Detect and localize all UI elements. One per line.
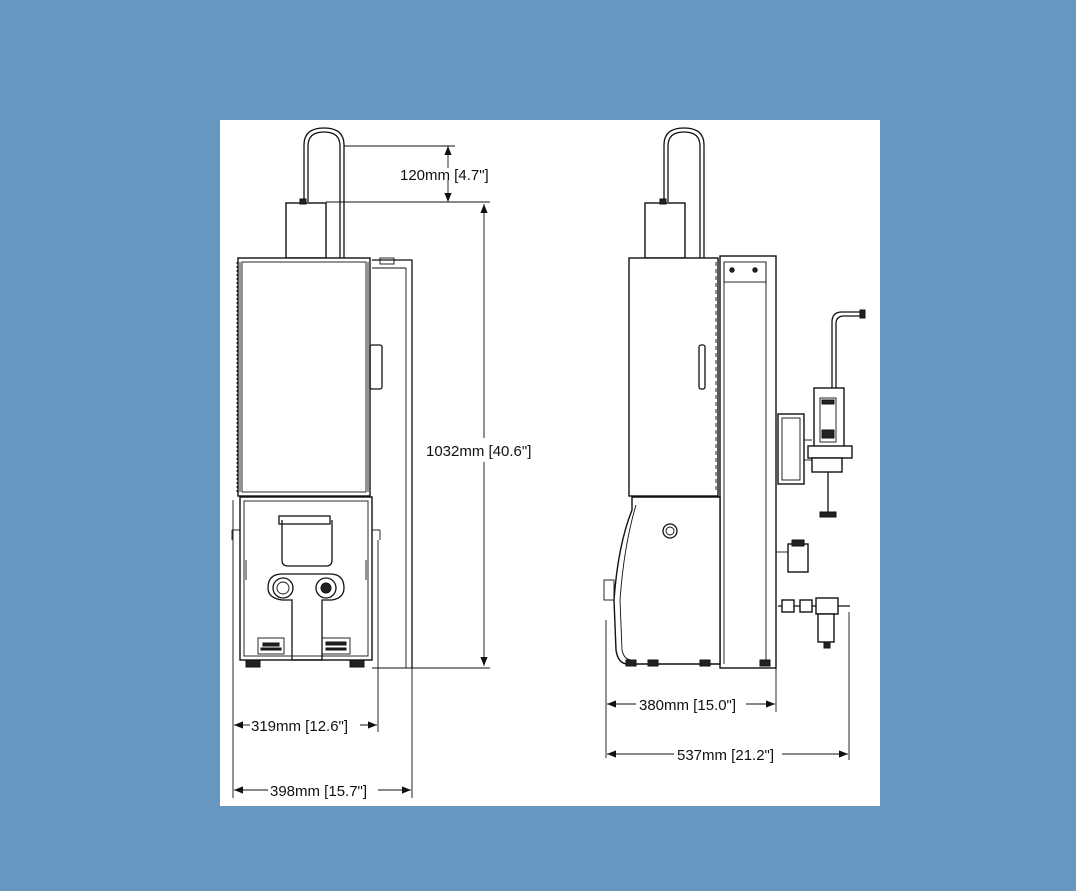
- front-drawer: [281, 520, 333, 567]
- front-rear-frame: [372, 259, 413, 668]
- front-logo-label: [257, 637, 285, 655]
- side-rear-column: [719, 255, 777, 669]
- dimension-drawing: 120mm [4.7"] 1032mm [40.6"] 319mm [12.6"…: [231, 127, 866, 800]
- side-dimensions: 380mm [15.0"] 537mm [21.2"]: [605, 612, 850, 764]
- front-view: [231, 127, 413, 668]
- front-door-handle: [369, 344, 383, 390]
- dim-side-depth-label: 380mm [15.0"]: [639, 697, 736, 714]
- dim-front-overall-width-label: 398mm [15.7"]: [270, 783, 367, 800]
- front-lower-cabinet: [239, 496, 373, 661]
- dim-side-overall-depth-label: 537mm [21.2"]: [677, 747, 774, 764]
- side-top-reservoir: [644, 202, 686, 259]
- front-dimensions: 120mm [4.7"] 1032mm [40.6"] 319mm [12.6"…: [232, 145, 531, 800]
- drawing-panel: 120mm [4.7"] 1032mm [40.6"] 319mm [12.6"…: [220, 120, 880, 806]
- side-lower-cabinet: [613, 496, 721, 665]
- side-filter-regulator: [776, 539, 850, 649]
- front-top-reservoir: [285, 202, 327, 259]
- side-upper-cabinet: [628, 257, 719, 497]
- side-hose-loop: [663, 127, 705, 258]
- dim-top-height-label: 120mm [4.7"]: [400, 167, 489, 184]
- front-port-left: [272, 577, 294, 599]
- dim-overall-height-label: 1032mm [40.6"]: [426, 443, 531, 460]
- front-upper-cabinet: [237, 257, 371, 497]
- dim-front-width-label: 319mm [12.6"]: [251, 718, 348, 735]
- front-model-label: [321, 637, 351, 655]
- front-port-right: [315, 577, 337, 599]
- front-foot-right: [349, 659, 365, 668]
- front-port-panel: [267, 573, 345, 661]
- side-port: [662, 523, 678, 539]
- side-view: [603, 127, 866, 669]
- front-foot-left: [245, 659, 261, 668]
- side-flow-meter-assembly: [777, 309, 866, 518]
- side-door-handle: [698, 344, 706, 390]
- front-hose-loop: [303, 127, 345, 258]
